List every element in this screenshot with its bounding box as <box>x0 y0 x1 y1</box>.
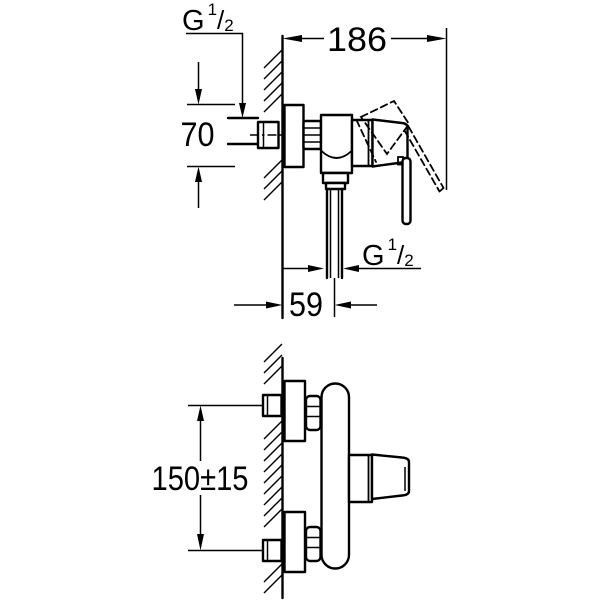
hatch-stroke <box>263 60 283 80</box>
supply-fitting-top <box>261 393 283 418</box>
dimension-150: 150±15 <box>152 405 249 551</box>
dimension-186: 186 <box>282 21 448 190</box>
supply-fitting-bottom <box>261 538 283 563</box>
lever-closed <box>401 156 412 226</box>
hatch-stroke <box>263 497 283 517</box>
hatch-stroke <box>263 82 283 102</box>
mounting-plate-bottom <box>283 510 307 574</box>
union-nut-bottom <box>304 525 322 563</box>
hatch-stroke <box>263 420 283 440</box>
hatch-stroke <box>263 365 283 385</box>
dimension-70-value: 70 <box>181 116 215 154</box>
nut-facets <box>306 405 321 418</box>
union-nut-top <box>304 394 322 432</box>
handle-open-edge-dashed <box>355 119 377 163</box>
extension-lines <box>187 103 235 168</box>
hatch-stroke <box>263 93 283 113</box>
arrowhead-up <box>195 166 202 182</box>
mounting-plate-top <box>283 379 307 443</box>
dimension-59: 59 <box>234 286 377 324</box>
mounting-plate <box>283 103 305 169</box>
front-view: 150±15 <box>152 343 411 600</box>
dimension-59-value: 59 <box>289 286 323 324</box>
hatch-stroke <box>263 475 283 495</box>
hatch-stroke <box>263 343 283 363</box>
mixer-body-curve <box>320 150 353 159</box>
leader-arrowhead <box>239 103 246 118</box>
mixer-body <box>319 113 354 175</box>
union-nut-facets <box>303 127 321 143</box>
arrowhead-right <box>427 35 447 42</box>
supply-pipe <box>226 116 260 146</box>
outlet-collar <box>324 181 347 191</box>
mixer-body-front <box>320 382 351 570</box>
hatch-stroke <box>263 71 283 91</box>
arrowhead-right <box>266 301 283 309</box>
arrowhead-up <box>197 405 204 421</box>
hatch-stroke <box>263 464 283 484</box>
hatch-stroke <box>263 170 283 190</box>
hatch-stroke <box>263 49 283 69</box>
wall-hatching <box>263 49 283 201</box>
arrowhead-left <box>282 35 302 42</box>
hatch-stroke <box>263 354 283 374</box>
cartridge-neck <box>350 118 374 168</box>
hatch-stroke <box>263 181 283 201</box>
dimension-186-value: 186 <box>327 21 387 59</box>
hatch-stroke <box>263 563 283 583</box>
hatch-stroke <box>263 508 283 528</box>
hatch-stroke <box>263 574 283 594</box>
dimension-150-value: 150±15 <box>152 460 249 498</box>
arrowhead-left <box>334 301 351 309</box>
arrowhead-left <box>343 265 359 272</box>
hatch-stroke <box>263 442 283 462</box>
handle-cap-open-dashed <box>359 99 411 156</box>
hatch-stroke <box>263 453 283 473</box>
leader-line <box>186 32 244 103</box>
hatch-stroke <box>263 486 283 506</box>
dimension-70: 70 <box>181 62 235 208</box>
outlet-pipe <box>325 187 344 280</box>
nut-facets <box>306 536 321 549</box>
arrowhead-down <box>197 534 204 551</box>
outlet-flange <box>321 171 350 185</box>
arrowhead-right <box>308 265 324 272</box>
handle-cap-front <box>370 453 411 501</box>
hatch-stroke <box>263 431 283 451</box>
outlet-pipe-inner <box>329 189 340 278</box>
wall-hatching <box>263 343 283 594</box>
arrowhead-down <box>195 89 202 105</box>
lever-open-dashed <box>403 125 445 193</box>
hatch-stroke <box>263 159 283 179</box>
